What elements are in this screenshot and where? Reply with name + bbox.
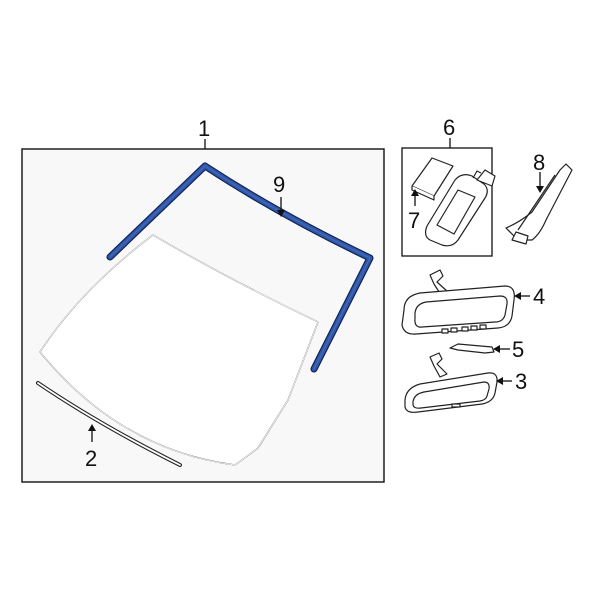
arrow-head-3	[496, 377, 503, 385]
lower-molding[interactable]	[36, 381, 182, 467]
mirror-cover[interactable]	[449, 343, 495, 354]
arrow-head-9	[277, 210, 285, 217]
windshield-glass[interactable]	[39, 234, 319, 466]
arrow-head-2	[88, 424, 96, 431]
callout-6[interactable]: 6	[443, 115, 455, 140]
rain-sensor-group: 6 7	[401, 115, 496, 257]
callout-9[interactable]: 9	[273, 172, 285, 197]
windshield-group: 1 9 2	[21, 116, 385, 483]
callout-4[interactable]: 4	[533, 284, 545, 309]
arrow-head-5	[493, 345, 500, 353]
callout-8[interactable]: 8	[533, 150, 545, 175]
arrow-head-4	[514, 292, 521, 300]
arrow-head-7	[411, 189, 419, 196]
callout-3[interactable]: 3	[515, 369, 527, 394]
arrow-head-8	[536, 186, 544, 193]
sensor-pad[interactable]	[411, 157, 454, 201]
rain-sensor[interactable]	[424, 169, 496, 247]
pillar-trim[interactable]	[505, 163, 573, 245]
reveal-molding-highlighted[interactable]	[106, 162, 374, 373]
callout-5[interactable]: 5	[512, 337, 524, 362]
mirror-standard[interactable]	[404, 352, 498, 413]
callout-7[interactable]: 7	[408, 208, 420, 233]
mirror-with-buttons[interactable]	[401, 269, 515, 335]
callout-2[interactable]: 2	[85, 446, 97, 471]
callout-1[interactable]: 1	[198, 116, 210, 141]
